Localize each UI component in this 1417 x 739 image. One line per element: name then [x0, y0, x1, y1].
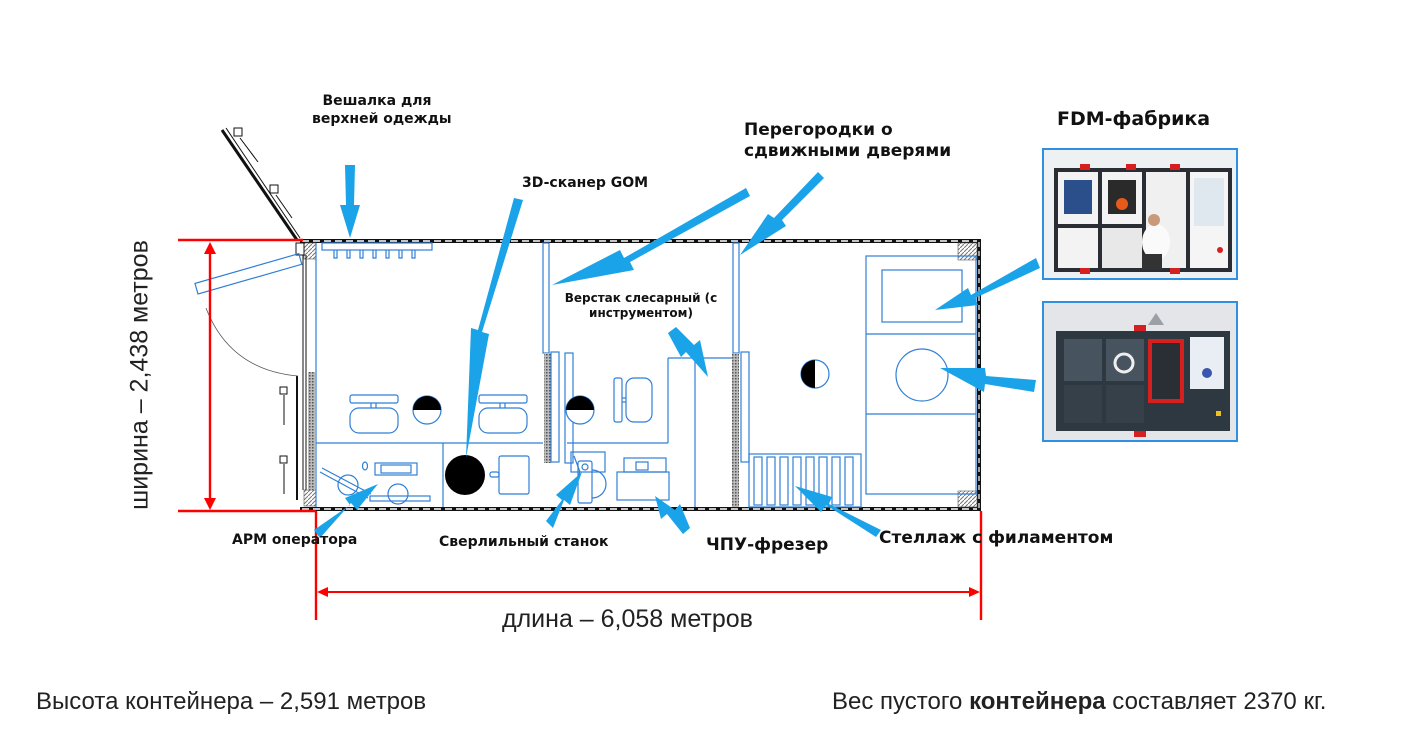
arrow-cnc [655, 496, 690, 534]
coat-hooks [333, 250, 416, 259]
label-cnc-mill: ЧПУ-фрезер [706, 535, 829, 555]
arrow-fdm-1 [935, 258, 1040, 310]
label-coat-rack-line1: Вешалка для [322, 93, 432, 109]
door-swing-arc [194, 252, 303, 377]
label-workbench-line1: Верстак слесарный (с [564, 291, 718, 305]
label-coat-rack: Вешалка для верхней одежды [312, 93, 452, 128]
fdm-factory-photo [1042, 148, 1238, 280]
label-workbench: Верстак слесарный (с инструментом) [558, 291, 724, 321]
arrow-partition-1 [552, 188, 750, 285]
label-partitions-line1: Перегородки о [744, 120, 893, 140]
label-filament-rack: Стеллаж с филаментом [879, 528, 1114, 548]
label-drilling-machine: Сверлильный станок [439, 534, 609, 550]
label-operator-workstation: АРМ оператора [232, 532, 358, 548]
arrow-filament [795, 486, 881, 537]
arrow-drill [546, 472, 582, 528]
arrow-scanner [466, 198, 523, 458]
callout-arrows [314, 165, 1040, 538]
fdm-machine-photo [1042, 301, 1238, 442]
label-coat-rack-line2: верхней одежды [312, 110, 452, 127]
fdm-machine-illustration [1044, 303, 1236, 440]
arrow-operator [314, 484, 378, 538]
dimension-lines [178, 238, 983, 620]
arrow-workbench [668, 327, 708, 377]
scanner-icon [445, 455, 485, 495]
plan-interior [315, 242, 977, 508]
filament-rack-slots [753, 456, 854, 506]
door-lower [279, 376, 298, 500]
arrow-coat-rack [340, 165, 360, 238]
arrow-fdm-2 [940, 368, 1036, 392]
light-icon-1 [412, 395, 442, 425]
arrow-partition-2 [740, 172, 824, 255]
door-upper [220, 127, 301, 241]
weight-bold: контейнера [969, 688, 1106, 715]
width-dimension-label: ширина – 2,438 метров [125, 240, 154, 510]
fdm-factory-machine-illustration [1044, 150, 1236, 278]
label-scanner: 3D-сканер GOM [522, 175, 649, 191]
label-partitions: Перегородки о сдвижными дверями [744, 120, 951, 163]
label-workbench-line2: инструментом) [589, 306, 693, 320]
weight-suffix: составляет 2370 кг. [1105, 688, 1327, 715]
label-fdm-factory: FDM-фабрика [1057, 108, 1211, 130]
label-partitions-line2: сдвижными дверями [744, 141, 952, 162]
container-weight-note: Вес пустого контейнера составляет 2370 к… [832, 688, 1326, 716]
length-dimension-label: длина – 6,058 метров [502, 605, 753, 633]
container-height-note: Высота контейнера – 2,591 метров [36, 688, 427, 715]
weight-prefix: Вес пустого [832, 688, 970, 715]
light-icon-2 [565, 395, 595, 425]
light-fixture-icons [412, 359, 830, 495]
light-icon-3 [800, 359, 830, 389]
